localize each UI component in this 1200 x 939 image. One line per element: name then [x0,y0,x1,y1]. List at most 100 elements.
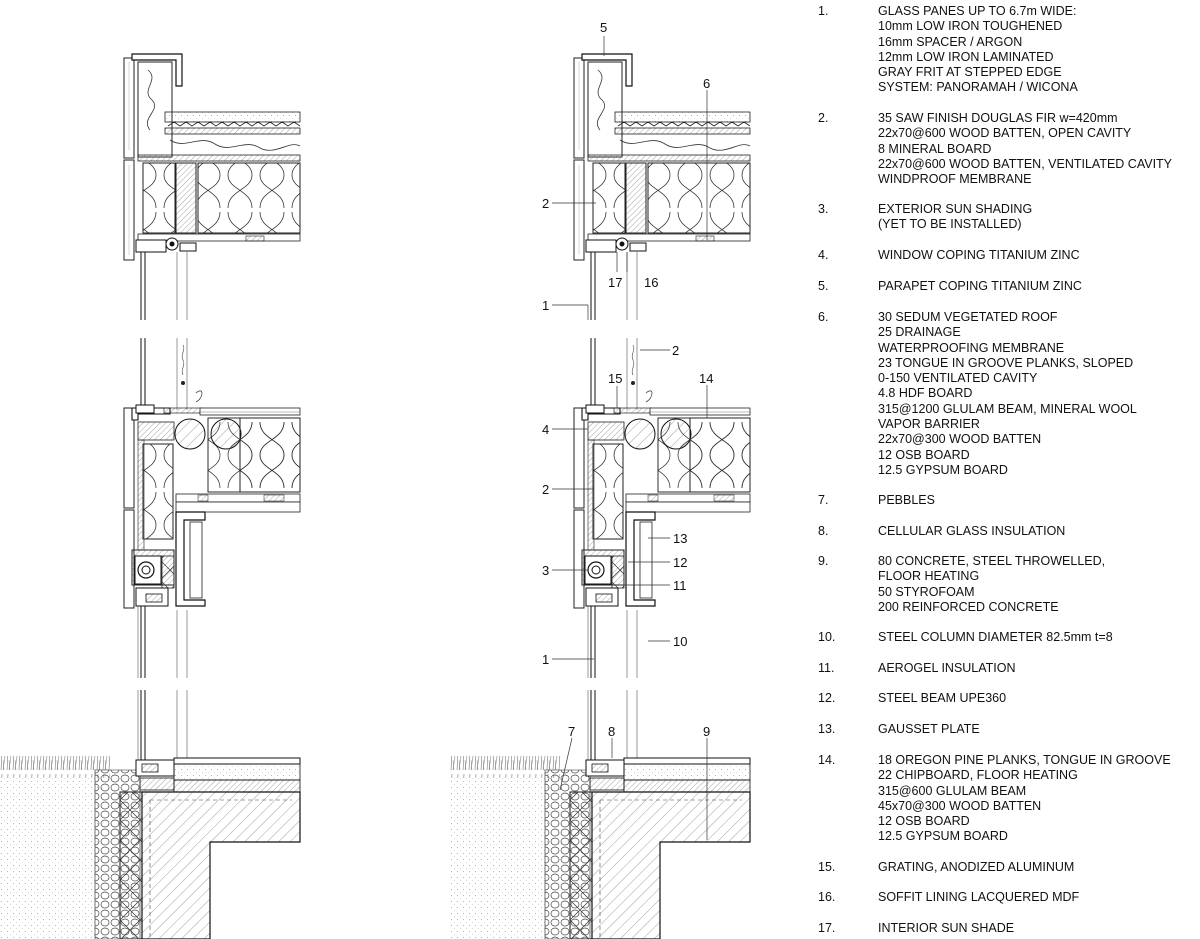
legend-number: 10. [818,630,836,644]
legend-text: AEROGEL INSULATION [878,661,1016,676]
legend-line: 10mm LOW IRON TOUGHENED [878,19,1063,34]
callout-5: 5 [600,20,607,35]
legend-number: 15. [818,860,836,874]
legend-line: 12 OSB BOARD [878,447,970,462]
legend-line: 25 DRAINAGE [878,325,961,340]
legend-line: INTERIOR SUN SHADE [878,921,1015,935]
legend-line: 18 OREGON PINE PLANKS, TONGUE IN GROOVE [878,753,1171,767]
legend-line: 8 MINERAL BOARD [878,141,992,156]
callout-14: 14 [699,371,713,386]
legend-text: 80 CONCRETE, STEEL THROWELLED,FLOOR HEAT… [878,554,1105,615]
legend-text: PARAPET COPING TITANIUM ZINC [878,279,1082,294]
legend-line: STEEL COLUMN DIAMETER 82.5mm t=8 [878,630,1113,644]
callout-1-top: 1 [542,298,549,313]
legend-line: 12 OSB BOARD [878,814,970,829]
legend-line: 50 STYROFOAM [878,584,975,599]
legend-line: 35 SAW FINISH DOUGLAS FIR w=420mm [878,111,1118,125]
legend-text: GAUSSET PLATE [878,722,980,737]
legend-text: STEEL COLUMN DIAMETER 82.5mm t=8 [878,630,1113,645]
leader-lines [552,36,708,840]
legend-line: 16mm SPACER / ARGON [878,34,1023,49]
section-drawing: 5 6 2 1 17 16 2 15 14 4 2 13 12 3 11 10 … [0,20,751,939]
legend-number: 6. [818,310,829,324]
legend-number: 8. [818,524,829,538]
legend-number: 13. [818,722,836,736]
callout-7: 7 [568,724,575,739]
legend-line: WATERPROOFING MEMBRANE [878,340,1065,355]
legend-line: 80 CONCRETE, STEEL THROWELLED, [878,554,1106,568]
legend-line: 23 TONGUE IN GROOVE PLANKS, SLOPED [878,355,1134,370]
legend-text: GRATING, ANODIZED ALUMINUM [878,860,1074,875]
legend-line: GRATING, ANODIZED ALUMINUM [878,860,1075,874]
legend-line: 315@600 GLULAM BEAM [878,783,1027,798]
legend-line: GLASS PANES UP TO 6.7m WIDE: [878,4,1077,18]
legend-number: 5. [818,279,829,293]
legend-line: 22 CHIPBOARD, FLOOR HEATING [878,768,1078,783]
callout-13: 13 [673,531,687,546]
section-right [449,53,751,939]
callout-16: 16 [644,275,658,290]
legend-line: WINDOW COPING TITANIUM ZINC [878,248,1080,262]
legend-line: 30 SEDUM VEGETATED ROOF [878,310,1058,324]
legend-line: 45x70@300 WOOD BATTEN [878,798,1042,813]
legend-line: 0-150 VENTILATED CAVITY [878,371,1038,386]
legend-line: STEEL BEAM UPE360 [878,691,1007,705]
legend-line: GAUSSET PLATE [878,722,980,736]
legend-line: 12mm LOW IRON LAMINATED [878,49,1054,64]
legend-line: VAPOR BARRIER [878,417,980,432]
legend-line: 12.5 GYPSUM BOARD [878,462,1008,477]
legend-number: 14. [818,753,836,767]
callout-3: 3 [542,563,549,578]
section-left [0,53,301,939]
legend-number: 1. [818,4,829,18]
legend-line: PARAPET COPING TITANIUM ZINC [878,279,1082,293]
legend-line: 22x70@300 WOOD BATTEN [878,432,1042,447]
legend-line: 22x70@600 WOOD BATTEN, OPEN CAVITY [878,126,1132,141]
callout-6: 6 [703,76,710,91]
legend-line: 12.5 GYPSUM BOARD [878,829,1008,844]
legend-number: 3. [818,202,829,216]
callout-11: 11 [673,578,687,593]
legend-text: WINDOW COPING TITANIUM ZINC [878,248,1080,263]
legend-number: 4. [818,248,829,262]
legend-line: 4.8 HDF BOARD [878,386,973,401]
legend-number: 9. [818,554,829,568]
legend-text: EXTERIOR SUN SHADING(YET TO BE INSTALLED… [878,202,1032,233]
legend-text: PEBBLES [878,493,935,508]
legend-text: STEEL BEAM UPE360 [878,691,1006,706]
legend-line: GRAY FRIT AT STEPPED EDGE [878,65,1062,80]
callout-9: 9 [703,724,710,739]
callout-4: 4 [542,422,549,437]
callout-17: 17 [608,275,622,290]
legend-line: 200 REINFORCED CONCRETE [878,599,1059,614]
legend-number: 2. [818,111,829,125]
legend-line: 315@1200 GLULAM BEAM, MINERAL WOOL [878,401,1137,416]
legend-line: 22x70@600 WOOD BATTEN, VENTILATED CAVITY [878,156,1173,171]
callout-2-wall: 2 [542,482,549,497]
legend-line: WINDPROOF MEMBRANE [878,172,1032,187]
legend-text: GLASS PANES UP TO 6.7m WIDE:10mm LOW IRO… [878,4,1078,96]
legend-line: CELLULAR GLASS INSULATION [878,524,1066,538]
legend-line: SOFFIT LINING LACQUERED MDF [878,890,1080,904]
legend-line: (YET TO BE INSTALLED) [878,217,1022,232]
legend-number: 11. [818,661,835,675]
legend-number: 12. [818,691,836,705]
callout-12: 12 [673,555,687,570]
callout-8: 8 [608,724,615,739]
callout-15: 15 [608,371,622,386]
legend-text: CELLULAR GLASS INSULATION [878,524,1065,539]
legend-number: 17. [818,921,836,935]
legend-number: 16. [818,890,836,904]
legend-number: 7. [818,493,829,507]
legend-line: EXTERIOR SUN SHADING [878,202,1033,216]
legend-line: FLOOR HEATING [878,569,980,584]
callout-2-roof: 2 [542,196,549,211]
legend-line: PEBBLES [878,493,935,507]
legend-line: AEROGEL INSULATION [878,661,1016,675]
callouts: 5 6 2 1 17 16 2 15 14 4 2 13 12 3 11 10 … [542,20,713,739]
legend-text: INTERIOR SUN SHADE [878,921,1014,936]
legend-text: SOFFIT LINING LACQUERED MDF [878,890,1079,905]
